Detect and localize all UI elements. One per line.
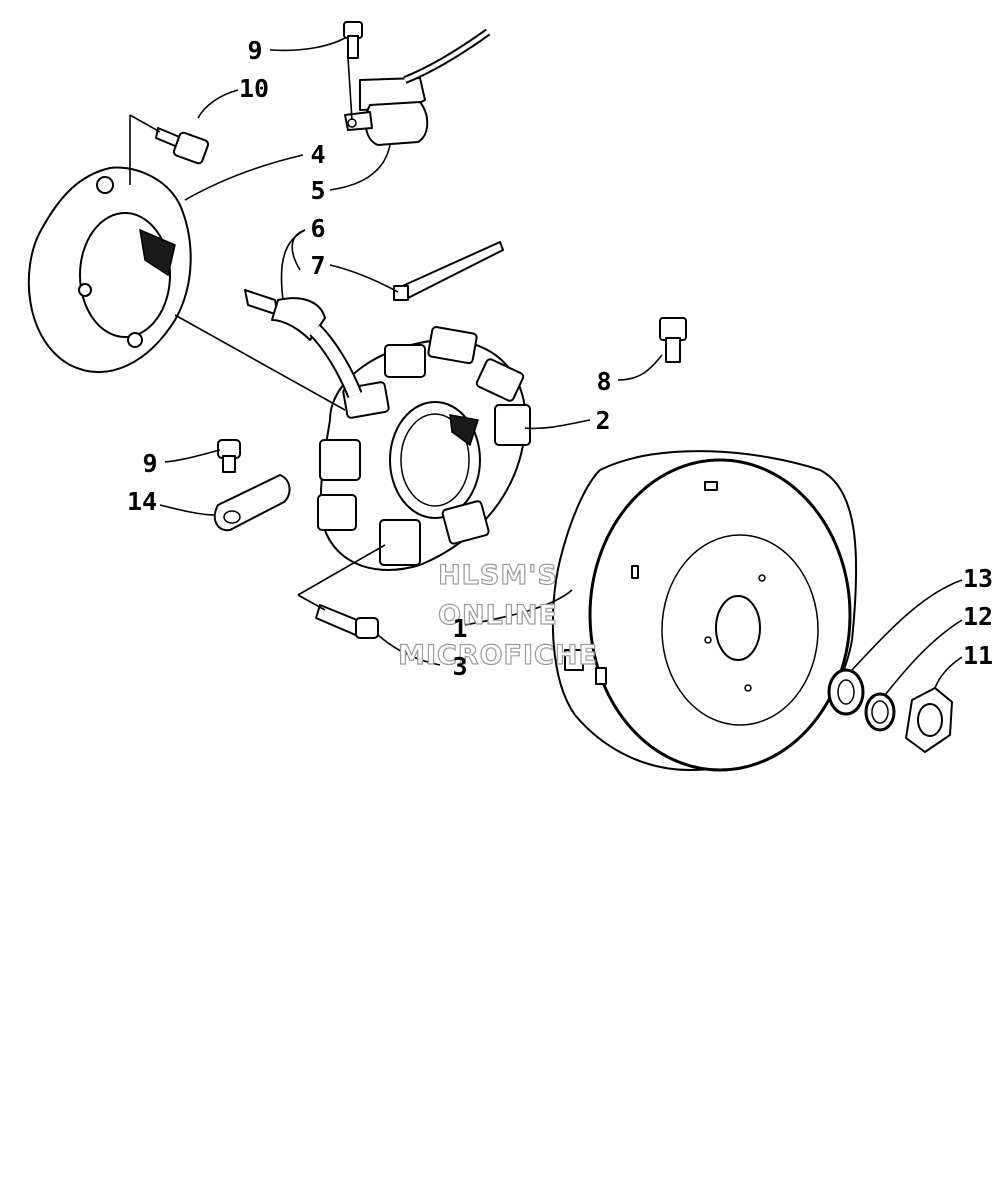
screw-9-mid [217,439,241,473]
nut-11 [905,687,953,753]
pulse-coil [344,28,491,146]
watermark-line-2: ONLINE [438,600,558,631]
callout-8: 8 [596,367,611,396]
callout-5: 5 [310,176,325,205]
watermark-line-1: HLSM'S [438,560,558,591]
callout-1: 1 [452,614,467,643]
screw-10 [155,127,210,165]
callout-11: 11 [963,641,993,670]
screw-9-top [343,21,363,59]
callout-7: 7 [310,251,325,280]
bolt-8 [659,317,687,363]
callout-2: 2 [595,406,610,435]
callout-4: 4 [310,140,325,169]
lock-washer-12 [864,692,896,732]
callout-14: 14 [127,487,157,516]
stator-assembly [317,326,531,571]
cable-tie [393,241,504,301]
callout-13: 13 [963,564,993,593]
callout-3: 3 [452,652,467,681]
callout-9-mid: 9 [142,449,157,478]
leader-lines [129,37,963,696]
callouts: 1 2 3 4 5 6 7 8 9 9 10 11 12 13 14 [127,36,993,681]
watermark-line-3: MICROFICHE [398,640,598,671]
flywheel [551,450,858,772]
callout-10: 10 [239,74,269,103]
callout-12: 12 [963,602,993,631]
screw-3 [315,604,379,639]
washer-13 [827,668,865,716]
callout-9-top: 9 [247,36,262,65]
stator-plate [27,166,192,374]
callout-6: 6 [310,214,325,243]
watermark: HLSM'S ONLINE MICROFICHE [397,559,598,671]
ground-lug-14 [213,474,291,532]
wire-harness [244,289,363,399]
